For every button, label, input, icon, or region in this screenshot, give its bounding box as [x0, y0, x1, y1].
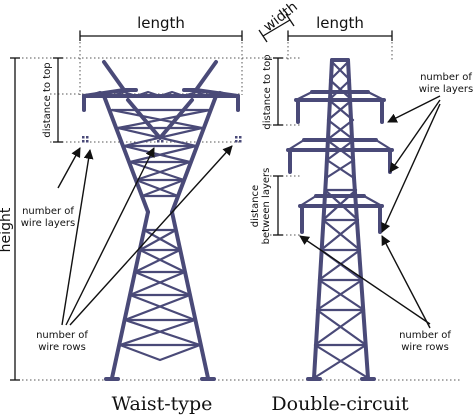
wire-rows-label-right-2: wire rows — [401, 342, 449, 353]
length-label-right: length — [316, 14, 364, 32]
waist-type-caption: Waist-type — [112, 393, 213, 415]
wire-layers-label-right-2: wire layers — [419, 84, 473, 95]
wire-layers-label-left-2: wire layers — [21, 218, 75, 229]
waist-insulators — [82, 136, 242, 143]
waist-type-tower — [82, 60, 242, 381]
dimension-lines — [10, 13, 393, 381]
double-circuit-tower — [286, 58, 394, 381]
distance-between-layers-label-2: between layers — [261, 168, 272, 245]
length-label-left: length — [137, 14, 185, 32]
wire-rows-label-left-2: wire rows — [38, 342, 86, 353]
width-label: width — [261, 0, 301, 35]
distance-between-layers-label-1: distance — [250, 185, 261, 227]
wire-layers-label-left-1: number of — [22, 206, 74, 217]
height-label: height — [0, 207, 14, 252]
annotation-arrows — [57, 95, 441, 329]
wire-rows-label-left-1: number of — [36, 330, 88, 341]
distance-to-top-label-left: distance to top — [42, 62, 53, 137]
wire-layers-label-right-1: number of — [420, 72, 472, 83]
double-circuit-caption: Double-circuit — [271, 393, 409, 415]
distance-to-top-label-right: distance to top — [262, 54, 273, 129]
wire-rows-label-right-1: number of — [399, 330, 451, 341]
reference-lines — [10, 30, 460, 381]
